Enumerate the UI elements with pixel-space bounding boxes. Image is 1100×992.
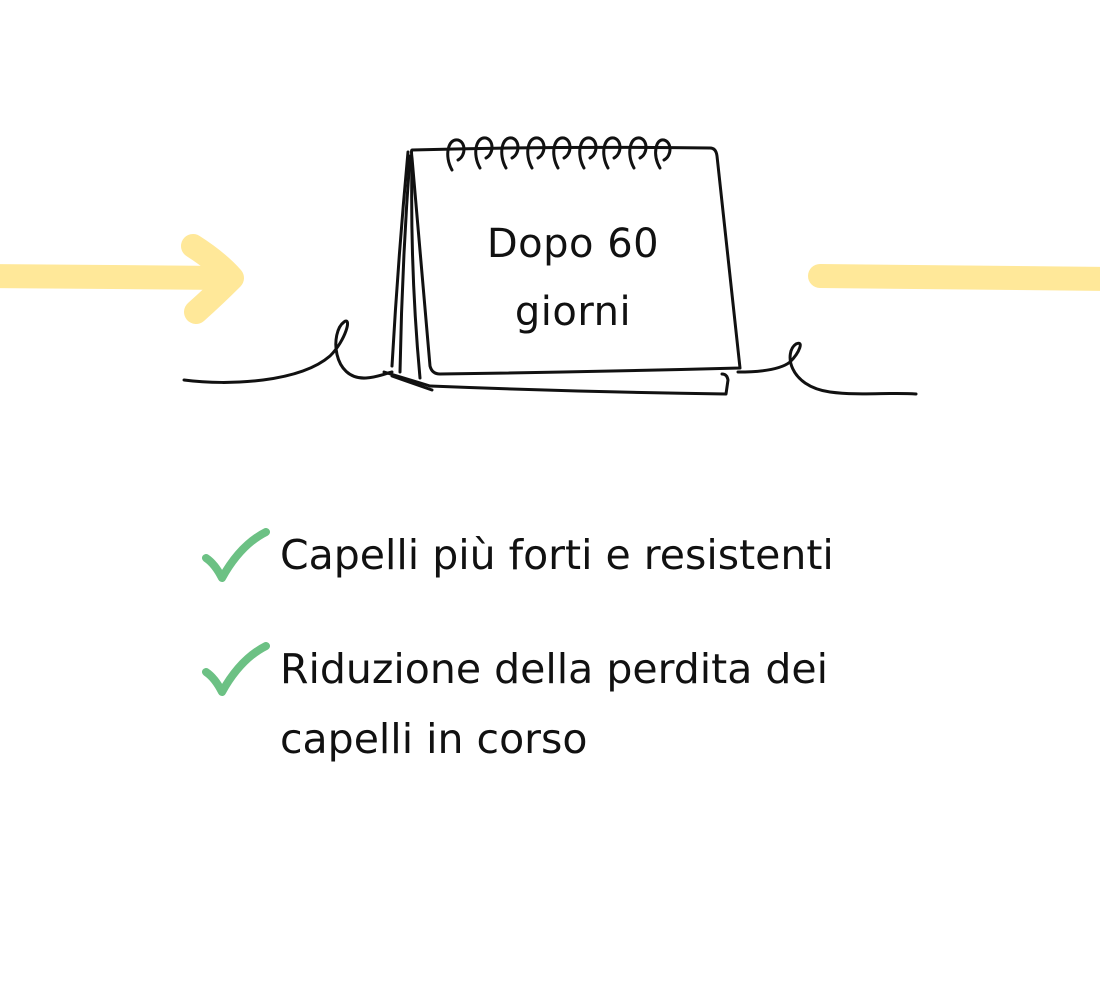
desk-calendar-icon [182,136,918,396]
benefit-item: Riduzione della perdita dei capelli in c… [198,634,958,774]
calendar-label: Dopo 60 giorni [440,210,706,346]
yellow-line-right [808,264,1100,291]
timeline-scene: Dopo 60 giorni [0,0,1100,420]
check-mark-icon [202,642,270,696]
benefit-list: Capelli più forti e resistenti Riduzione… [198,520,958,774]
check-mark-icon [202,528,270,582]
arrow-right-icon [0,234,244,324]
benefit-text: Riduzione della perdita dei capelli in c… [280,645,828,763]
timeline-illustration [0,136,1100,396]
benefit-item: Capelli più forti e resistenti [198,520,958,590]
benefit-text: Capelli più forti e resistenti [280,531,834,579]
calendar-label-line-2: giorni [514,289,632,335]
calendar-label-line-1: Dopo 60 [486,221,660,267]
